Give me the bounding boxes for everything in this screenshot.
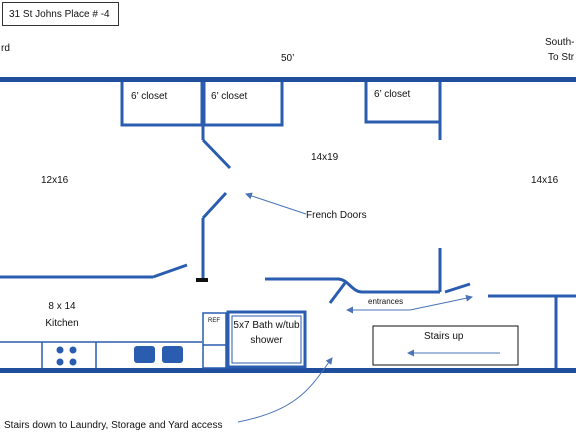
- room-right-size: 14x16: [531, 175, 559, 186]
- french-doors-arrow: [245, 192, 307, 215]
- bath-tub: [231, 315, 302, 364]
- entrances-label: entrances: [368, 297, 404, 306]
- entrances-arrow-right: [409, 294, 473, 311]
- stairs-down-label: Stairs down to Laundry, Storage and Yard…: [4, 420, 223, 431]
- top-exterior-wall: [0, 77, 576, 82]
- kitchen-sink: [134, 346, 183, 363]
- kitchen-name: Kitchen: [45, 318, 79, 329]
- stairs-up-box: [372, 325, 519, 366]
- refrigerator: [202, 312, 227, 369]
- left-partition-wall: [0, 263, 188, 279]
- kitchen-counter: [0, 341, 202, 368]
- top-left-fragment: rd: [1, 43, 10, 54]
- closet-3: [364, 82, 442, 140]
- room-left-size: 12x16: [41, 175, 69, 186]
- french-doors-bottom: [201, 191, 228, 278]
- room-center-size: 14x19: [311, 152, 339, 163]
- width-dimension: 50’: [281, 53, 295, 64]
- center-partition-wall: [265, 248, 576, 368]
- door-stop: [196, 278, 208, 282]
- stairs-up-label: Stairs up: [424, 331, 464, 342]
- refrigerator-label: REF: [208, 318, 220, 324]
- closet-label-2: 6’ closet: [211, 91, 248, 102]
- title-box: 31 St Johns Place # -4: [2, 2, 119, 26]
- page-title: 31 St Johns Place # -4: [9, 8, 110, 20]
- bottom-exterior-wall: [0, 368, 576, 373]
- bath-label-line1: 5x7 Bath w/tub: [233, 320, 300, 331]
- top-right-fragment-2: To Str: [548, 52, 575, 63]
- closet-label-3: 6’ closet: [374, 89, 411, 100]
- top-right-fragment-1: South-: [545, 37, 575, 48]
- kitchen-size: 8 x 14: [48, 301, 76, 312]
- closet-1: [120, 82, 204, 127]
- stairs-down-arrow: [237, 357, 333, 423]
- bath-label-line2: shower: [250, 335, 283, 346]
- french-doors-label: French Doors: [306, 210, 367, 221]
- closet-label-1: 6’ closet: [131, 91, 168, 102]
- closet-2: [202, 82, 284, 127]
- stove-burners: [56, 346, 77, 366]
- bath-room: [226, 310, 307, 369]
- french-doors-top: [201, 125, 232, 170]
